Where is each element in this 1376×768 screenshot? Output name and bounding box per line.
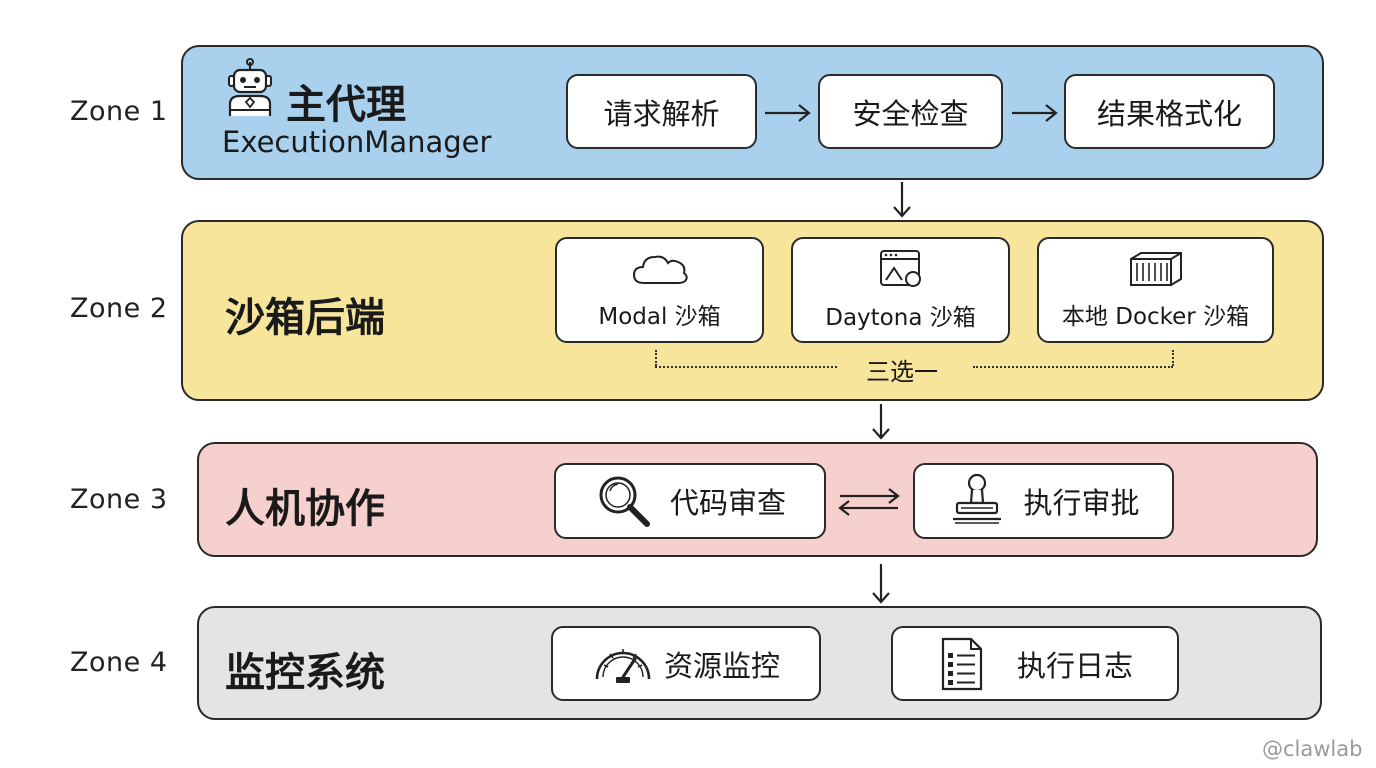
step-result-format: 结果格式化 bbox=[1064, 74, 1275, 149]
choice-note: 三选一 bbox=[866, 358, 938, 386]
code-review-label: 代码审查 bbox=[669, 486, 786, 520]
zone-2-title: 沙箱后端 bbox=[225, 295, 385, 341]
container-icon bbox=[1129, 252, 1182, 286]
arrow-down-icon bbox=[872, 404, 890, 440]
zone-1-subtitle: ExecutionManager bbox=[222, 125, 492, 159]
code-review-card: 代码审查 bbox=[554, 463, 826, 539]
zone-3-label: Zone 3 bbox=[70, 484, 168, 515]
sandbox-option-local-docker: 本地 Docker 沙箱 bbox=[1037, 237, 1274, 343]
magnifier-icon bbox=[599, 476, 650, 527]
choice-bracket-left-line bbox=[655, 366, 837, 368]
choice-bracket-right-tick bbox=[1172, 350, 1174, 366]
execution-log-label: 执行日志 bbox=[1016, 648, 1133, 683]
cloud-icon bbox=[632, 255, 688, 284]
zone-1-label: Zone 1 bbox=[70, 96, 168, 127]
sandbox-option-modal: Modal 沙箱 bbox=[555, 237, 764, 343]
execution-approval-label: 执行审批 bbox=[1023, 486, 1140, 520]
choice-bracket-right-line bbox=[973, 366, 1173, 368]
sandbox-option-daytona: Daytona 沙箱 bbox=[791, 237, 1010, 343]
browser-window-icon bbox=[879, 250, 921, 287]
zone-4-title: 监控系统 bbox=[225, 650, 385, 696]
step-security-check-label: 安全检查 bbox=[852, 96, 969, 131]
step-request-parse: 请求解析 bbox=[566, 74, 757, 149]
zone-1-title: 主代理 bbox=[286, 82, 406, 128]
sandbox-option-daytona-label: Daytona 沙箱 bbox=[825, 305, 976, 331]
arrow-right-icon bbox=[765, 104, 811, 122]
zone-2-label: Zone 2 bbox=[70, 293, 168, 324]
document-list-icon bbox=[941, 637, 983, 690]
sandbox-option-local-docker-label: 本地 Docker 沙箱 bbox=[1061, 304, 1250, 330]
bidirectional-arrow-icon bbox=[838, 488, 900, 516]
watermark: @clawlab bbox=[1262, 737, 1363, 761]
arrow-down-icon bbox=[893, 182, 911, 218]
arrow-right-icon bbox=[1012, 104, 1058, 122]
execution-approval-card: 执行审批 bbox=[913, 463, 1174, 539]
step-security-check: 安全检查 bbox=[818, 74, 1003, 149]
zone-4-label: Zone 4 bbox=[70, 647, 168, 678]
speedometer-icon bbox=[595, 648, 651, 683]
step-request-parse-label: 请求解析 bbox=[603, 96, 720, 131]
choice-bracket-left-tick bbox=[655, 350, 657, 366]
stamp-icon bbox=[953, 473, 1002, 524]
zone-3-title: 人机协作 bbox=[225, 486, 385, 532]
step-result-format-label: 结果格式化 bbox=[1096, 96, 1242, 131]
resource-monitor-card: 资源监控 bbox=[551, 626, 821, 701]
execution-log-card: 执行日志 bbox=[891, 626, 1179, 701]
sandbox-option-modal-label: Modal 沙箱 bbox=[598, 304, 721, 330]
arrow-down-icon bbox=[872, 564, 890, 604]
robot-icon bbox=[228, 58, 272, 116]
resource-monitor-label: 资源监控 bbox=[663, 648, 780, 683]
